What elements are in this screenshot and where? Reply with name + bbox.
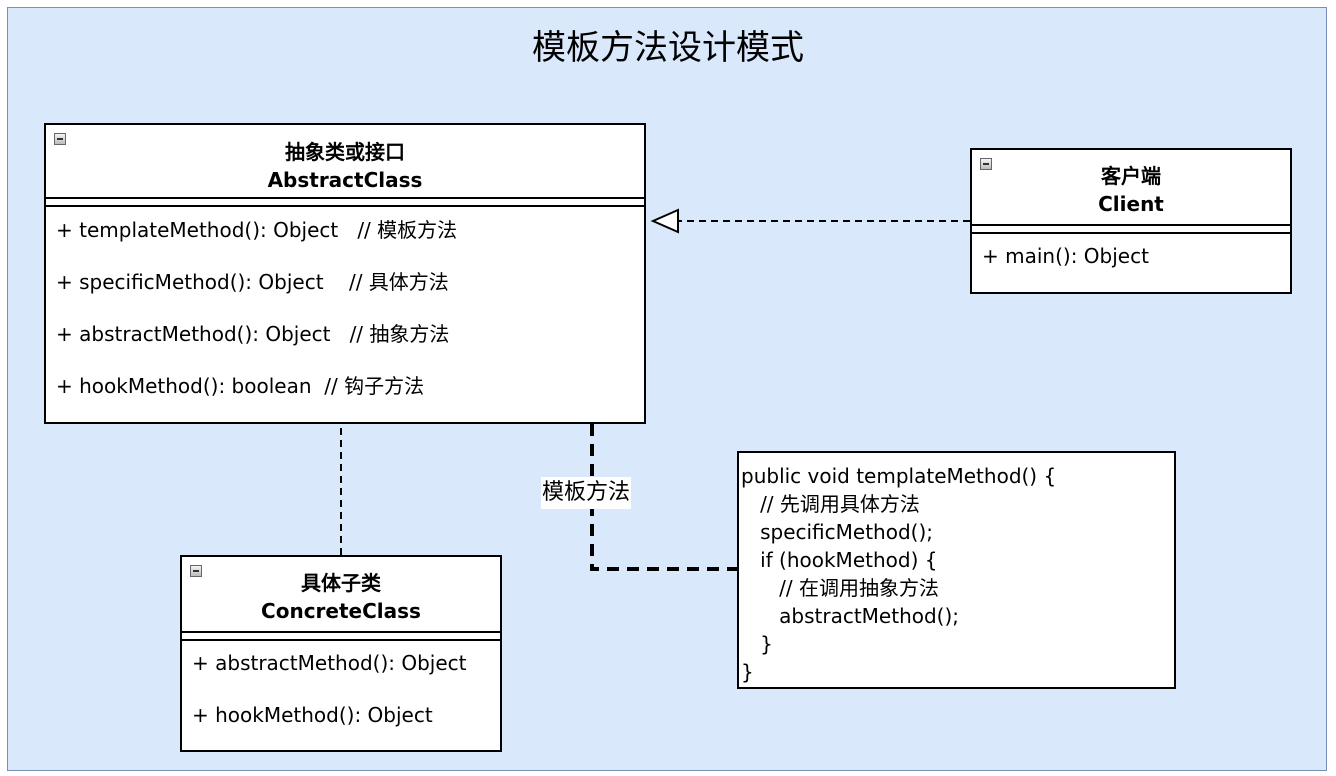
client-class-box[interactable]: 客户端 Client + main(): Object (970, 148, 1292, 294)
note-link-label: 模板方法 (541, 477, 632, 509)
code-line: public void templateMethod() { (741, 464, 1057, 488)
member-abstract-method: + abstractMethod(): Object // 抽象方法 (56, 322, 450, 346)
abstract-class-stereotype: 抽象类或接口 (285, 140, 405, 164)
note-link-edge (590, 424, 737, 571)
concrete-class-name: ConcreteClass (261, 599, 421, 623)
member-hook-method: + hookMethod(): boolean // 钩子方法 (56, 374, 425, 398)
code-line: abstractMethod(); (741, 604, 960, 628)
client-class-stereotype: 客户端 (1101, 164, 1161, 188)
client-class-divider (972, 226, 1290, 234)
member-template-method: + templateMethod(): Object // 模板方法 (56, 218, 458, 242)
concrete-class-header: 具体子类 ConcreteClass (182, 557, 500, 633)
code-line: } (741, 632, 773, 656)
abstract-class-header: 抽象类或接口 AbstractClass (46, 125, 644, 199)
code-line: if (hookMethod) { (741, 548, 938, 572)
concrete-class-box[interactable]: 具体子类 ConcreteClass + abstractMethod(): O… (180, 555, 502, 752)
diagram-title: 模板方法设计模式 (532, 28, 804, 68)
code-line: // 先调用具体方法 (741, 492, 920, 516)
abstract-class-box[interactable]: 抽象类或接口 AbstractClass + templateMethod():… (44, 123, 646, 424)
collapse-icon[interactable] (54, 133, 66, 145)
member-specific-method: + specificMethod(): Object // 具体方法 (56, 270, 449, 294)
concrete-class-divider (182, 633, 500, 641)
client-class-name: Client (1098, 192, 1164, 216)
collapse-icon[interactable] (190, 565, 202, 577)
member-main: + main(): Object (982, 244, 1149, 268)
code-line: specificMethod(); (741, 520, 933, 544)
member-abstract-method: + abstractMethod(): Object (192, 651, 467, 675)
concrete-class-stereotype: 具体子类 (301, 571, 381, 595)
collapse-icon[interactable] (980, 158, 992, 170)
client-to-abstract-arrowhead (650, 208, 679, 234)
code-note[interactable]: public void templateMethod() { // 先调用具体方… (737, 451, 1176, 689)
client-class-header: 客户端 Client (972, 150, 1290, 226)
code-line: } (741, 660, 754, 684)
member-hook-method: + hookMethod(): Object (192, 703, 433, 727)
abstract-class-divider (46, 199, 644, 207)
code-line: // 在调用抽象方法 (741, 576, 939, 600)
abstract-class-name: AbstractClass (267, 168, 423, 192)
